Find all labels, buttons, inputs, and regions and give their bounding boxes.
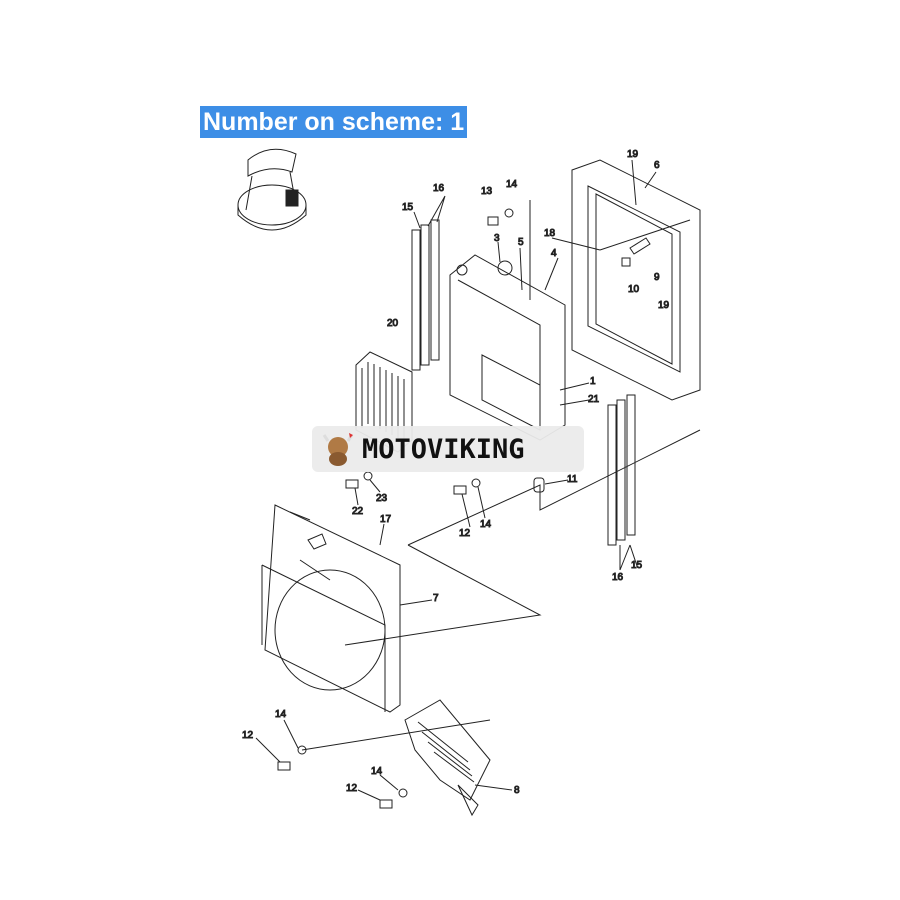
callout-label: 1 [590,376,596,387]
callout-label: 12 [459,528,471,539]
radiator-frame [571,159,701,401]
callout-label: 16 [433,183,445,194]
viking-mascot-icon [322,433,354,466]
callout-label: 19 [627,149,639,160]
callout-label: 15 [402,202,414,213]
callout-label: 5 [518,237,524,248]
watermark: MOTOVIKING [312,426,584,472]
callout-label: 3 [494,233,500,244]
callout-label: 14 [371,766,383,777]
seal-strips-top [411,219,440,371]
callout-label: 14 [506,179,518,190]
callout-label: 4 [551,248,557,259]
callout-label: 7 [433,593,439,604]
bolts [277,208,651,809]
callout-label: 14 [480,519,492,530]
callout-label: 17 [380,514,392,525]
watermark-text: MOTOVIKING [362,433,525,465]
seal-strips-bottom [607,394,636,546]
callout-label: 9 [654,272,660,283]
callout-label: 12 [346,783,358,794]
callout-label: 23 [376,493,388,504]
leader-lines [255,159,701,801]
callout-label: 14 [275,709,287,720]
fan-guard [404,699,491,817]
callout-label: 6 [654,160,660,171]
callout-label: 11 [567,474,578,485]
callout-label: 20 [387,318,399,329]
callout-label: 16 [612,572,624,583]
callout-label: 22 [352,506,364,517]
fan-shroud [261,504,401,713]
callout-label: 15 [631,560,643,571]
callout-label: 12 [242,730,254,741]
callout-label: 18 [544,228,556,239]
callout-label: 13 [481,186,493,197]
callout-label: 8 [514,785,520,796]
scheme-number-banner: Number on scheme: 1 [200,106,468,138]
callout-label: 10 [628,284,640,295]
callout-label: 19 [658,300,670,311]
callout-label: 21 [588,394,600,405]
radiator-core [449,254,566,441]
machine-thumbnail [237,148,307,231]
